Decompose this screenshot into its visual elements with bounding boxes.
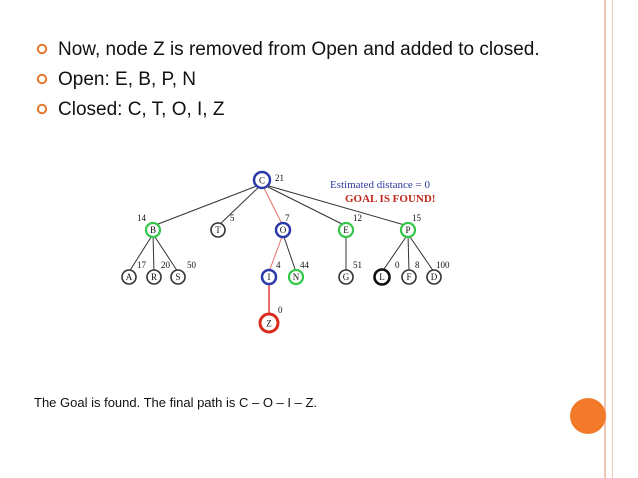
node-n: N 44 — [287, 260, 310, 286]
svg-text:B: B — [150, 225, 156, 235]
bullet-item: Now, node Z is removed from Open and add… — [36, 38, 556, 62]
edge-p-d — [407, 233, 435, 273]
node-t: T 5 — [210, 213, 235, 238]
node-l: L 0 — [373, 260, 400, 286]
svg-text:8: 8 — [415, 260, 420, 270]
edge-o-n — [282, 233, 297, 273]
edge-p-f — [407, 233, 410, 273]
right-border-line-thin — [612, 0, 613, 478]
edge-c-b — [152, 183, 263, 227]
estimated-distance-label: Estimated distance = 0 — [330, 179, 430, 191]
bullet-item: Closed: C, T, O, I, Z — [36, 98, 556, 122]
final-path-text: The Goal is found. The final path is C –… — [34, 395, 318, 410]
svg-text:20: 20 — [161, 260, 171, 270]
svg-text:G: G — [343, 272, 350, 282]
svg-text:I: I — [268, 272, 271, 282]
bullet-text: Now, node Z is removed from Open and add… — [58, 39, 540, 60]
edge-o-i — [268, 233, 284, 273]
edge-c-t — [217, 183, 263, 227]
svg-text:R: R — [151, 272, 157, 282]
svg-text:44: 44 — [300, 260, 310, 270]
bullet-item: Open: E, B, P, N — [36, 68, 556, 92]
node-f: F 8 — [401, 260, 420, 285]
node-g: G 51 — [338, 260, 362, 285]
svg-text:12: 12 — [353, 213, 362, 223]
svg-text:50: 50 — [187, 260, 197, 270]
bullet-text: Open: E, B, P, N — [58, 69, 197, 90]
bullet-text: Closed: C, T, O, I, Z — [58, 99, 225, 120]
edge-c-p — [261, 183, 409, 227]
svg-text:7: 7 — [285, 213, 290, 223]
svg-text:L: L — [379, 272, 385, 282]
svg-text:N: N — [293, 272, 300, 282]
svg-text:100: 100 — [436, 260, 450, 270]
svg-text:5: 5 — [230, 213, 235, 223]
bullet-list: Now, node Z is removed from Open and add… — [36, 38, 556, 128]
node-d: D 100 — [426, 260, 450, 285]
svg-text:21: 21 — [275, 173, 284, 183]
node-b: B 14 — [137, 213, 162, 239]
node-z: Z 0 — [258, 305, 283, 334]
node-a: A 17 — [121, 260, 147, 285]
node-e: E 12 — [337, 213, 362, 239]
bullet-icon — [36, 103, 48, 115]
svg-text:0: 0 — [395, 260, 400, 270]
edge-c-o — [261, 183, 284, 227]
svg-text:Z: Z — [266, 319, 272, 329]
svg-text:14: 14 — [137, 213, 147, 223]
right-border-line — [604, 0, 606, 478]
edge-b-a — [128, 233, 154, 273]
edge-b-r — [152, 233, 155, 273]
decorative-orange-circle — [570, 398, 606, 434]
bullet-icon — [36, 73, 48, 85]
svg-text:D: D — [431, 272, 438, 282]
node-r: R 20 — [146, 260, 171, 285]
svg-text:P: P — [405, 225, 410, 235]
svg-text:C: C — [259, 176, 265, 186]
node-i: I 4 — [260, 260, 281, 286]
svg-text:4: 4 — [276, 260, 281, 270]
goal-found-label: GOAL IS FOUND! — [345, 193, 435, 205]
svg-text:0: 0 — [278, 305, 283, 315]
svg-text:T: T — [215, 225, 221, 235]
edge-b-s — [152, 233, 179, 273]
svg-text:E: E — [343, 225, 349, 235]
node-c: C 21 — [252, 170, 284, 190]
node-o: O 7 — [274, 213, 292, 239]
svg-text:15: 15 — [412, 213, 422, 223]
bullet-icon — [36, 43, 48, 55]
svg-text:17: 17 — [137, 260, 147, 270]
svg-text:S: S — [175, 272, 180, 282]
node-p: P 15 — [399, 213, 422, 239]
svg-text:O: O — [280, 225, 287, 235]
node-s: S 50 — [170, 260, 197, 285]
edge-p-l — [381, 233, 409, 273]
svg-text:F: F — [406, 272, 411, 282]
svg-text:51: 51 — [353, 260, 362, 270]
edge-c-e — [261, 183, 347, 227]
svg-text:A: A — [126, 272, 133, 282]
tree-edges — [128, 183, 435, 316]
